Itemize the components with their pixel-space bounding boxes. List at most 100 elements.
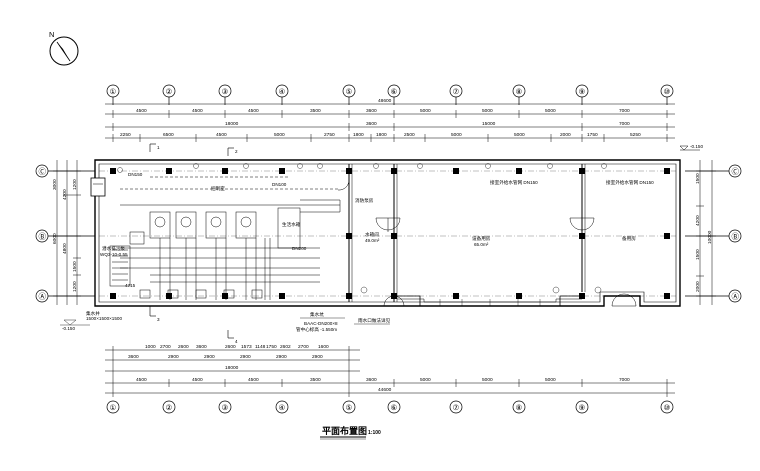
svg-text:2500: 2500 [404,132,415,138]
svg-text:⑨: ⑨ [579,403,586,412]
axis-label-top-10: ⑩ [664,87,671,96]
axis-label-top-3: ③ [222,87,229,96]
svg-text:1750: 1750 [587,132,598,138]
svg-text:5250: 5250 [630,132,641,138]
pump-units [109,176,341,300]
svg-text:4500: 4500 [248,108,259,114]
svg-text:Ⓒ: Ⓒ [39,167,47,176]
svg-text:2900: 2900 [168,354,179,360]
svg-text:设备用房: 设备用房 [472,235,491,242]
section-marks-top [149,143,234,156]
svg-text:4500: 4500 [216,132,227,138]
right-dimension-texts: 1500 4200 10000 1500 2000 [695,173,713,292]
svg-text:②: ② [166,403,173,412]
bottom-column-axis-labels: ① ② ③ ④ ⑤ ⑥ ⑦ ⑧ ⑨ ⑩ [110,403,671,412]
left-dimension-texts: 3000 4200 6000 1200 4800 1500 1200 [52,179,78,292]
svg-text:2000: 2000 [560,132,571,138]
svg-text:6500: 6500 [163,132,174,138]
svg-text:2000: 2000 [695,281,701,292]
svg-text:5000: 5000 [274,132,285,138]
axis-label-top-5: ⑤ [346,87,353,96]
svg-text:1573: 1573 [241,344,252,350]
svg-text:3600: 3600 [366,377,377,383]
svg-text:1600: 1600 [318,344,329,350]
svg-text:DN100: DN100 [272,182,287,187]
svg-text:5000: 5000 [545,108,556,114]
svg-text:Ⓐ: Ⓐ [732,292,740,301]
svg-text:-0.150: -0.150 [62,326,75,331]
drawing-title-block: 平面布置图 1:100 [320,425,381,440]
svg-text:Ⓑ: Ⓑ [732,232,740,241]
structural-columns [110,168,670,299]
top-dimension-lines [105,103,675,142]
svg-text:65.0m²: 65.0m² [474,242,489,247]
building-walls [90,159,681,307]
bottom-column-axis-markers [106,400,674,414]
svg-text:1800: 1800 [376,132,387,138]
svg-text:3: 3 [157,317,160,322]
svg-text:1500: 1500 [695,173,701,184]
svg-text:1000: 1000 [145,344,156,350]
svg-text:⑧: ⑧ [516,403,523,412]
svg-text:18000: 18000 [225,121,239,127]
svg-text:4200: 4200 [62,189,68,200]
axis-label-top-9: ⑨ [579,87,586,96]
svg-text:1800: 1800 [353,132,364,138]
svg-text:2250: 2250 [120,132,131,138]
svg-text:4500: 4500 [136,108,147,114]
svg-text:2900: 2900 [276,354,287,360]
svg-text:③: ③ [222,403,229,412]
svg-text:5000: 5000 [514,132,525,138]
svg-text:2900: 2900 [204,354,215,360]
svg-text:集水井: 集水井 [86,310,100,317]
svg-text:6000: 6000 [52,233,58,244]
svg-text:5000: 5000 [420,108,431,114]
svg-text:7000: 7000 [619,377,630,383]
svg-text:管中心标高 -1.550m: 管中心标高 -1.550m [296,326,337,333]
svg-text:1500: 1500 [72,261,78,272]
svg-text:3500: 3500 [310,377,321,383]
north-label: N [49,30,54,39]
svg-text:4: 4 [235,339,238,344]
svg-text:4800: 4800 [62,243,68,254]
axis-label-top-4: ④ [279,87,286,96]
svg-text:⑩: ⑩ [664,403,671,412]
svg-text:2: 2 [235,149,238,154]
svg-text:2600: 2600 [225,344,236,350]
axis-label-top-8: ⑧ [516,87,523,96]
svg-text:2750: 2750 [324,132,335,138]
svg-text:5000: 5000 [545,377,556,383]
room-annotations: DN150 控制室 DN100 生活水箱 DN200 水箱间 49.0m² 消防… [100,172,654,288]
grid-lines [99,170,676,297]
svg-text:48600: 48600 [378,98,392,104]
svg-text:接室外给水管网 DN150: 接室外给水管网 DN150 [490,179,538,186]
axis-label-top-2: ② [166,87,173,96]
svg-text:15000: 15000 [482,121,496,127]
svg-text:4500: 4500 [136,377,147,383]
svg-text:⑤: ⑤ [346,403,353,412]
svg-text:消防泵房: 消防泵房 [355,197,374,204]
svg-text:2700: 2700 [160,344,171,350]
svg-text:3500: 3500 [310,108,321,114]
axis-label-top-6: ⑥ [391,87,398,96]
svg-text:5000: 5000 [482,108,493,114]
svg-text:雨水口做法详见: 雨水口做法详见 [358,317,391,324]
left-row-axis-labels: Ⓒ Ⓑ Ⓐ [39,167,47,301]
bottom-dimension-lines [105,346,675,397]
svg-text:潜水排污泵: 潜水排污泵 [102,245,125,252]
svg-text:DN150: DN150 [128,172,143,177]
svg-text:5000: 5000 [451,132,462,138]
svg-text:1500×1500×1500: 1500×1500×1500 [86,316,122,321]
svg-text:1200: 1200 [72,281,78,292]
svg-text:3000: 3000 [52,179,58,190]
svg-text:5000: 5000 [482,377,493,383]
svg-text:7000: 7000 [619,108,630,114]
svg-text:4500: 4500 [192,108,203,114]
svg-text:生活水箱: 生活水箱 [282,221,301,228]
right-row-axis-labels: Ⓒ Ⓑ Ⓐ [732,167,740,301]
svg-text:49.0m²: 49.0m² [365,238,380,243]
svg-text:3600: 3600 [366,108,377,114]
svg-text:4500: 4500 [248,377,259,383]
svg-text:WQ3-10-0.55: WQ3-10-0.55 [100,252,128,257]
